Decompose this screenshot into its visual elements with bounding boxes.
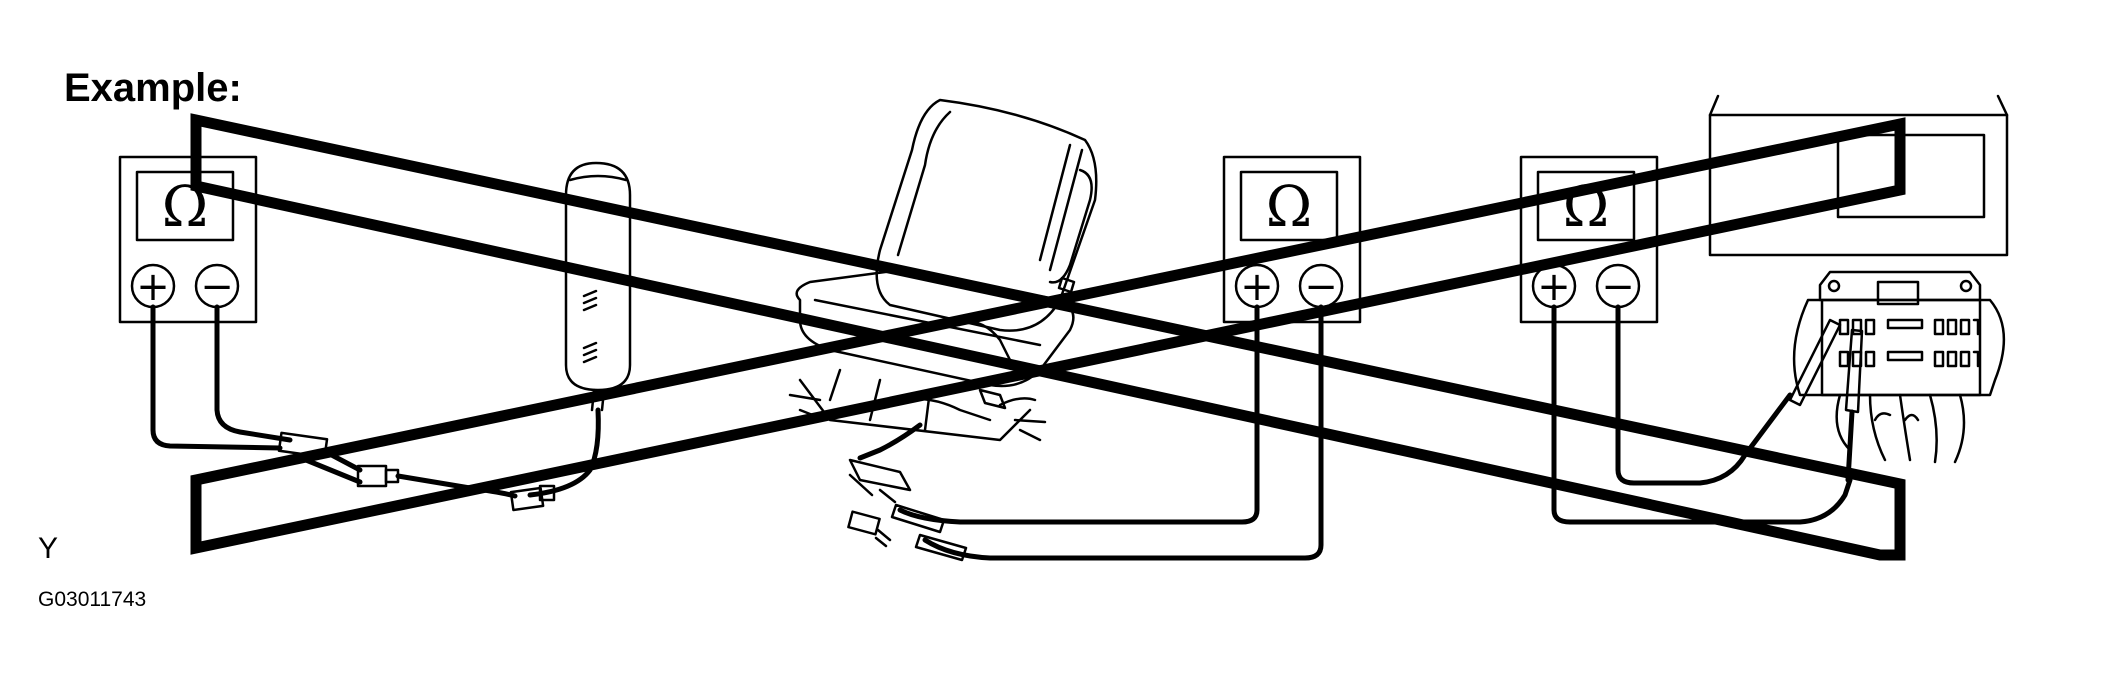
ohmmeter-2: Ω + − xyxy=(1222,155,1362,324)
cross-bar-descending xyxy=(190,113,1906,561)
meter-2-minus-lead xyxy=(922,304,1324,561)
connector-shell xyxy=(1792,298,2006,397)
connector-plug-b xyxy=(509,486,545,512)
ecu-harness-connector xyxy=(1792,270,2006,464)
switch-button-upper xyxy=(582,289,598,312)
ecu-label-panel xyxy=(1836,133,1986,219)
cross-bar-ascending xyxy=(190,117,1906,555)
meter-3-plus-sign: + xyxy=(1537,264,1571,310)
seat-connector-plug xyxy=(847,510,881,536)
meter-3-minus-sign: − xyxy=(1601,264,1635,310)
meter-2-ohm-symbol: Ω xyxy=(1266,175,1312,240)
meter-1-minus-lead xyxy=(214,304,293,443)
meter-3-minus-lead xyxy=(1615,304,1793,486)
figure-code: G03011743 xyxy=(38,588,147,611)
ohmmeter-1: Ω + − xyxy=(118,155,258,324)
meter-1-plus-sign: + xyxy=(136,264,170,310)
meter-2-plus-sign: + xyxy=(1240,264,1274,310)
probe-minus xyxy=(1788,318,1842,407)
seat-cushion xyxy=(795,268,1075,388)
meter-1-display xyxy=(135,170,235,242)
switch-button-lower xyxy=(582,341,598,364)
meter-1-body xyxy=(118,155,258,324)
meter-3-plus-lead xyxy=(1551,304,1853,525)
figure-marker: Y xyxy=(38,532,59,565)
meter-2-minus-sign: − xyxy=(1304,264,1338,310)
probe-plus xyxy=(1844,328,1864,414)
crossed-out-mark xyxy=(190,113,1906,561)
seatback xyxy=(875,98,1098,332)
ecu-outline xyxy=(1708,94,2009,257)
meter-2-plus-lead xyxy=(897,304,1260,525)
seat-ecu-box xyxy=(1708,94,2009,257)
example-label: Example: xyxy=(64,66,242,110)
meter-2-display xyxy=(1239,170,1339,242)
power-seat xyxy=(788,98,1098,548)
meter-1-plus-lead xyxy=(150,304,283,451)
meter-3-display xyxy=(1536,170,1636,242)
meter-1-minus-sign: − xyxy=(200,264,234,310)
